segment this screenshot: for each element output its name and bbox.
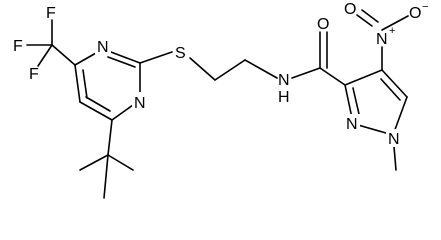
- bond-nitro-obottom-double: [361, 9, 379, 23]
- bond-tbu-me-right: [107, 154, 134, 171]
- structure-canvas: F F F N N S N H O N + O − O N N: [13, 1, 428, 199]
- charge-n-nitro: +: [389, 25, 395, 37]
- bond-c2-s: [139, 51, 173, 64]
- bond-s-ch2: [189, 57, 216, 81]
- atom-f-top: F: [46, 5, 56, 22]
- atom-o-nitro-top: O: [409, 5, 421, 22]
- bond-nitro-otop: [381, 15, 409, 31]
- bond-pz-c4-c5-double: [380, 78, 401, 101]
- atom-h-amide: H: [278, 89, 290, 106]
- bond-cf3-ring: [51, 44, 76, 66]
- atom-n-nitro: N: [376, 31, 388, 48]
- bond-pyr-c4-c5: [79, 101, 113, 121]
- bond-ch2-n: [244, 59, 278, 79]
- bond-pz-c5-n1: [392, 96, 408, 136]
- bond-ring-tbu: [107, 119, 113, 156]
- atom-n-amide: N: [278, 72, 290, 89]
- charge-o-nitro-top: −: [422, 1, 428, 13]
- molecule-structure: F F F N N S N H O N + O − O N N: [13, 1, 428, 199]
- bond-pyr-c5-c6-double: [82, 69, 88, 99]
- atom-f-left: F: [13, 38, 23, 55]
- atom-f-bottom: F: [29, 66, 39, 83]
- bond-carbonyl-pyrazole: [319, 67, 346, 86]
- atom-n-pyrazole-2: N: [346, 116, 358, 133]
- bond-n-carbonyl: [291, 67, 321, 79]
- bond-tbu-me-left: [79, 154, 109, 171]
- bond-cf3-fbottom: [37, 44, 53, 67]
- atom-o-carbonyl: O: [317, 16, 329, 33]
- atom-s-thioether: S: [175, 45, 186, 62]
- bond-pz-c3-c4: [344, 69, 383, 86]
- atom-n-pyrimidine-1: N: [97, 39, 109, 56]
- bond-pz-n2-c3-double: [352, 87, 360, 115]
- bond-pz-n2-c3: [344, 84, 353, 119]
- bond-nitro-obottom: [356, 14, 373, 27]
- atom-n-pyrimidine-3: N: [134, 95, 146, 112]
- bond-pyr-n1-c2-double: [107, 56, 136, 68]
- bond-pz-c4-c5: [381, 69, 408, 98]
- bond-pyr-c4-c5-double: [85, 96, 111, 112]
- bond-pyr-c5-c6: [74, 64, 81, 103]
- bond-ch2-ch2: [214, 59, 246, 81]
- atom-n-pyrazole-1: N: [388, 131, 400, 148]
- atom-o-nitro-bottom: O: [344, 1, 356, 18]
- bond-tbu-me-down: [103, 154, 109, 199]
